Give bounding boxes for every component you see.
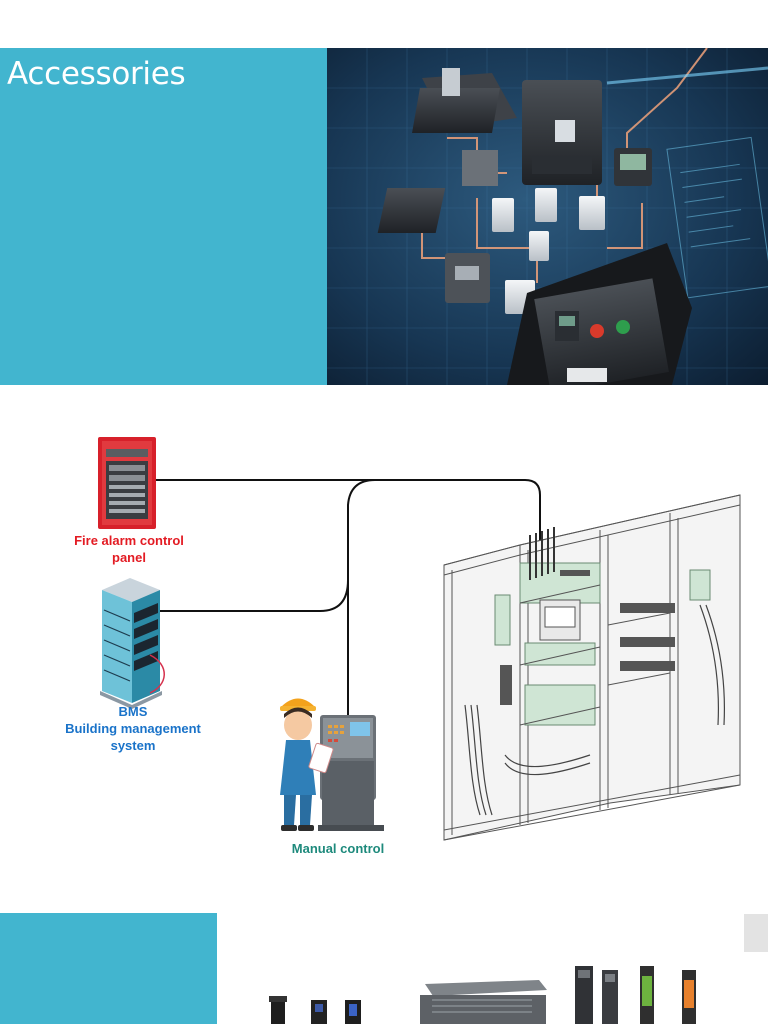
connection-lines: [155, 479, 541, 715]
page-title: Accessories: [7, 56, 186, 92]
fire-alarm-connection-line: [155, 479, 541, 577]
bottom-product-photo: [269, 966, 696, 1024]
fire-alarm-panel-icon: [98, 437, 156, 529]
modular-device-image: [420, 980, 547, 1024]
operator-with-control-terminal-icon: [280, 698, 384, 831]
server-rack-icon: [100, 578, 165, 709]
terminal-blocks-image: [269, 996, 361, 1024]
bms-label-title: BMS: [118, 704, 148, 719]
connection-diagram: [98, 437, 741, 841]
bottom-grey-tab: [744, 914, 768, 952]
hero-accent-panel: [0, 48, 327, 385]
manual-control-label: Manual control: [291, 841, 385, 856]
bms-label-subtitle: Building management system: [65, 721, 201, 753]
switchgear-cabinet-icon: [443, 494, 741, 841]
vertical-modules-image: [575, 966, 696, 1024]
bms-label: BMS Building management system: [52, 703, 214, 754]
bottom-accent-panel: [0, 913, 217, 1024]
fire-alarm-label: Fire alarm control panel: [74, 533, 184, 565]
hero-product-photo: [327, 48, 768, 385]
